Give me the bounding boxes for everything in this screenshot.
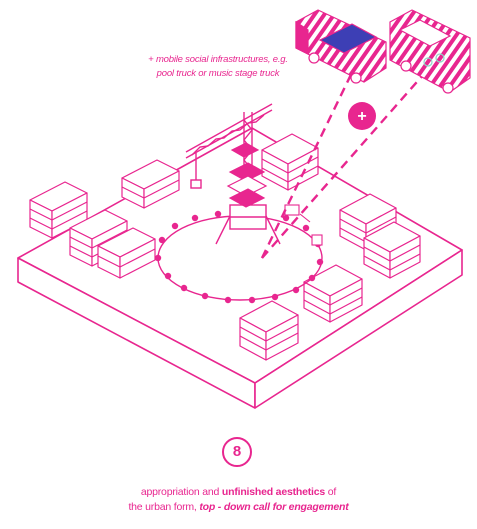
caption-line-2: the urban form, top - down call for enga… xyxy=(40,500,437,515)
step-number-badge: 8 xyxy=(222,437,252,467)
music-stage-truck-icon xyxy=(390,10,470,93)
caption-emphasis-italic: top - down call for engagement xyxy=(199,501,348,513)
caption: appropriation and unfinished aesthetics … xyxy=(40,485,437,515)
caption-text: of xyxy=(325,486,336,498)
annotation-line-2: pool truck or music stage truck xyxy=(118,67,318,81)
caption-line-1: appropriation and unfinished aesthetics … xyxy=(40,485,437,500)
caption-emphasis: unfinished aesthetics xyxy=(222,486,325,498)
infrastructure-annotation: + mobile social infrastructures, e.g. po… xyxy=(118,53,318,81)
plus-badge-label: + xyxy=(357,108,366,125)
plus-badge: + xyxy=(348,102,376,130)
caption-text: the urban form, xyxy=(128,501,199,513)
annotation-line-1: + mobile social infrastructures, e.g. xyxy=(118,53,318,67)
caption-text: appropriation and xyxy=(141,486,222,498)
